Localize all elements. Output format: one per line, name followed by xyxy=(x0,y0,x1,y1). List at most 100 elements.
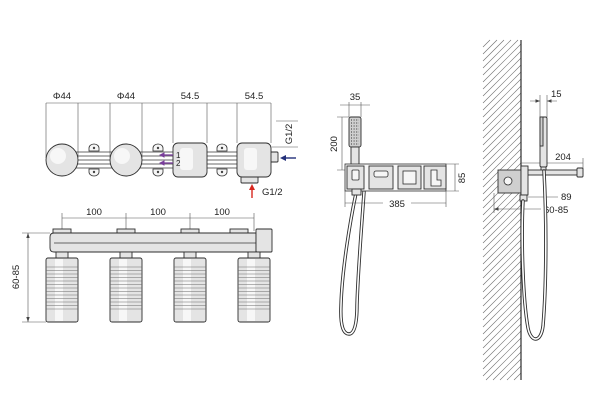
hatch-line xyxy=(482,39,512,69)
hatch-line xyxy=(482,330,522,370)
hatch-line xyxy=(482,43,522,83)
holder-depth-arrow-head xyxy=(547,99,552,103)
depth-label: 60-85 xyxy=(11,265,22,289)
spout-tip xyxy=(576,167,584,178)
highlight xyxy=(50,148,66,164)
lever-module xyxy=(423,165,447,190)
spout-arm xyxy=(520,169,582,176)
depth-extension-lines xyxy=(22,232,50,323)
mounting-hole xyxy=(220,170,224,174)
handshower-face xyxy=(539,116,544,147)
spacing-label: 100 xyxy=(86,207,102,218)
inlet-arrows xyxy=(159,152,173,166)
mounting-hole xyxy=(156,146,160,150)
side-view: 15 204 89 60-85 xyxy=(482,39,584,381)
wall-plate-profile xyxy=(520,165,529,196)
hatch-line xyxy=(482,71,522,111)
valve-1 xyxy=(45,143,79,177)
valve-side xyxy=(497,165,529,202)
inlet-arrow-2-head xyxy=(159,160,165,166)
mounting-hole xyxy=(156,170,160,174)
handle-neck xyxy=(119,251,133,259)
spacing-label: 100 xyxy=(214,207,230,218)
hatch-line xyxy=(482,211,522,251)
inlet-label: 1 xyxy=(176,151,181,160)
hatch-line xyxy=(482,204,522,244)
hatch-line xyxy=(482,288,522,328)
hose-core xyxy=(340,191,365,335)
cylinder-grooves xyxy=(46,266,78,310)
handshower-head xyxy=(348,116,362,148)
inlet-label: 2 xyxy=(176,159,181,168)
holder-depth-extension-lines xyxy=(539,95,548,117)
spout-side xyxy=(520,167,584,178)
side-arrow-head xyxy=(280,155,286,161)
hatch-line xyxy=(482,295,522,335)
mounting-hole xyxy=(92,146,96,150)
diverter-module xyxy=(397,165,422,190)
hatch-line xyxy=(482,274,522,314)
hatch-line xyxy=(482,281,522,321)
highlight xyxy=(114,148,130,164)
highlight xyxy=(244,148,257,170)
bottom-connection-label: G1/2 xyxy=(262,187,283,198)
hatch-line xyxy=(482,267,522,307)
cylinder-grooves xyxy=(110,266,142,310)
plate-width-extension-lines xyxy=(344,191,447,207)
handshower xyxy=(348,116,362,168)
handshower-height-label: 200 xyxy=(329,136,340,152)
hatch-line xyxy=(492,351,522,381)
body-end-block xyxy=(255,228,273,253)
hatch-line xyxy=(482,239,522,279)
hatch-line xyxy=(482,141,522,181)
wall-depth-label: 60-85 xyxy=(544,205,568,216)
hatch-line xyxy=(513,372,522,381)
holder-module xyxy=(346,165,365,196)
bottom-connection-arrow xyxy=(249,184,255,198)
pipe-lines xyxy=(62,151,254,169)
hose xyxy=(339,190,366,336)
spacing-extension-lines xyxy=(61,213,255,231)
plate-height-label: 85 xyxy=(457,173,468,184)
width-label: 54.5 xyxy=(245,91,264,102)
diverter-knob xyxy=(402,170,417,185)
highlight xyxy=(183,259,191,321)
hatch-line xyxy=(482,148,522,188)
hatch-line xyxy=(482,134,522,174)
mounting-tabs xyxy=(88,143,228,177)
holder-depth-label: 15 xyxy=(551,89,562,100)
hatch-line xyxy=(482,57,522,97)
handle-1 xyxy=(45,251,79,323)
hatch-line xyxy=(482,120,522,160)
valve-port xyxy=(503,176,513,186)
hatch-line xyxy=(482,85,522,125)
plate-width-label: 385 xyxy=(389,199,405,210)
holder-width-label: 35 xyxy=(350,92,361,103)
lever-handle xyxy=(430,169,442,187)
hatch-line xyxy=(482,64,522,104)
holder-width-extension-lines xyxy=(348,102,362,117)
hatch-line xyxy=(482,323,522,363)
handle-neck xyxy=(55,251,69,259)
handle-3 xyxy=(173,251,207,323)
depth-arrow-head xyxy=(26,233,30,238)
valve-2 xyxy=(109,143,143,177)
hatch-line xyxy=(482,39,505,62)
spacing-label: 100 xyxy=(150,207,166,218)
highlight xyxy=(180,148,193,170)
holder-depth-arrow-head xyxy=(535,99,540,103)
diameter-label: Φ44 xyxy=(53,91,71,102)
diameter-label: Φ44 xyxy=(117,91,135,102)
hatch-line xyxy=(482,106,522,146)
handle-2 xyxy=(109,251,143,323)
hatch-line xyxy=(482,253,522,293)
plan-extension-lines xyxy=(45,103,272,158)
hatch-line xyxy=(499,358,522,381)
highlight xyxy=(247,259,255,321)
hatch-line xyxy=(482,99,522,139)
hatch-line xyxy=(482,225,522,265)
cylinder-grooves xyxy=(174,266,206,310)
handle-4 xyxy=(237,251,271,323)
hatch-line xyxy=(482,316,522,356)
